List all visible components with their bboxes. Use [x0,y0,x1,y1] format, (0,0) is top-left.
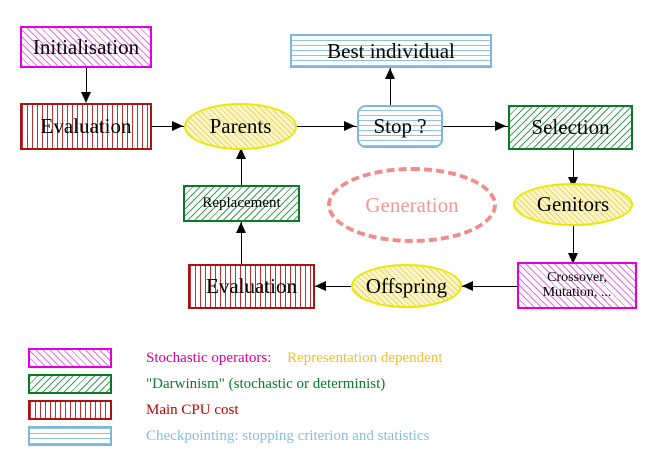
node-selection[interactable]: Selection [508,105,633,150]
edge-stop-to-best [390,68,391,106]
node-parents-label: Parents [209,114,272,139]
arrowhead-offspring-to-eval [315,281,326,291]
arrowhead-init-to-eval [81,92,91,103]
edge-offspring-to-eval [315,286,365,287]
edge-stop-to-selection [443,126,508,127]
legend-swatch-blue [28,426,112,446]
legend-label-stochastic: Stochastic operators: [146,349,272,366]
node-evaluation-bottom-label: Evaluation [206,274,297,299]
node-genitors[interactable]: Genitors [513,183,633,226]
node-offspring-label: Offspring [365,273,448,298]
legend-label-cpu: Main CPU cost [146,401,239,418]
node-offspring[interactable]: Offspring [351,264,462,308]
legend-swatch-magenta [28,348,112,368]
legend-label-representation: Representation dependent [287,349,443,366]
legend-row-cpu: Main CPU cost [28,399,239,421]
node-best-individual[interactable]: Best individual [290,34,492,68]
arrowhead-eval-to-parents [172,121,183,131]
node-initialisation-label: Initialisation [32,34,140,59]
edge-parents-to-stop [297,126,357,127]
arrowhead-stop-to-selection [495,121,506,131]
arrowhead-genitors-to-crossover [568,253,578,264]
node-initialisation[interactable]: Initialisation [20,26,152,68]
node-evaluation-top[interactable]: Evaluation [20,103,152,150]
legend-row-stochastic: Stochastic operators: Representation dep… [28,347,443,369]
edge-init-to-eval [86,68,87,94]
arrowhead-crossover-to-offspring [462,281,473,291]
arrowhead-replacement-to-parents [236,148,246,159]
legend-swatch-green [28,374,112,394]
edge-genitors-to-crossover [573,226,574,262]
arrowhead-eval-to-replacement [236,222,246,233]
node-parents[interactable]: Parents [184,103,297,150]
node-stop-label: Stop ? [373,114,427,139]
legend-label-checkpointing: Checkpointing: stopping criterion and st… [146,427,430,444]
node-best-individual-label: Best individual [327,38,455,63]
node-crossover-mutation[interactable]: Crossover, Mutation, ... [517,262,637,309]
legend-swatch-red [28,400,112,420]
edge-eval-to-replacement [241,222,242,264]
node-replacement[interactable]: Replacement [183,185,300,222]
node-evaluation-top-label: Evaluation [40,114,132,139]
node-selection-label: Selection [531,115,610,140]
legend-label-darwinism: "Darwinism" (stochastic or determinist) [146,375,386,392]
edge-selection-to-genitors [573,150,574,183]
node-crossover-label-line1: Crossover, [547,269,607,285]
arrowhead-parents-to-stop [344,121,355,131]
arrowhead-stop-to-best [385,68,395,79]
legend-row-checkpointing: Checkpointing: stopping criterion and st… [28,425,429,447]
edge-eval-to-parents [152,126,184,127]
legend-row-darwinism: "Darwinism" (stochastic or determinist) [28,373,385,395]
edge-replacement-to-parents [241,150,242,185]
node-crossover-label-line2: Mutation, ... [542,284,612,300]
node-stop[interactable]: Stop ? [357,105,443,148]
node-replacement-label: Replacement [202,194,281,211]
node-evaluation-bottom[interactable]: Evaluation [188,264,315,309]
node-genitors-label: Genitors [536,192,610,217]
node-generation-label: Generation [365,192,459,217]
edge-crossover-to-offspring [462,286,517,287]
node-generation: Generation [327,167,497,243]
